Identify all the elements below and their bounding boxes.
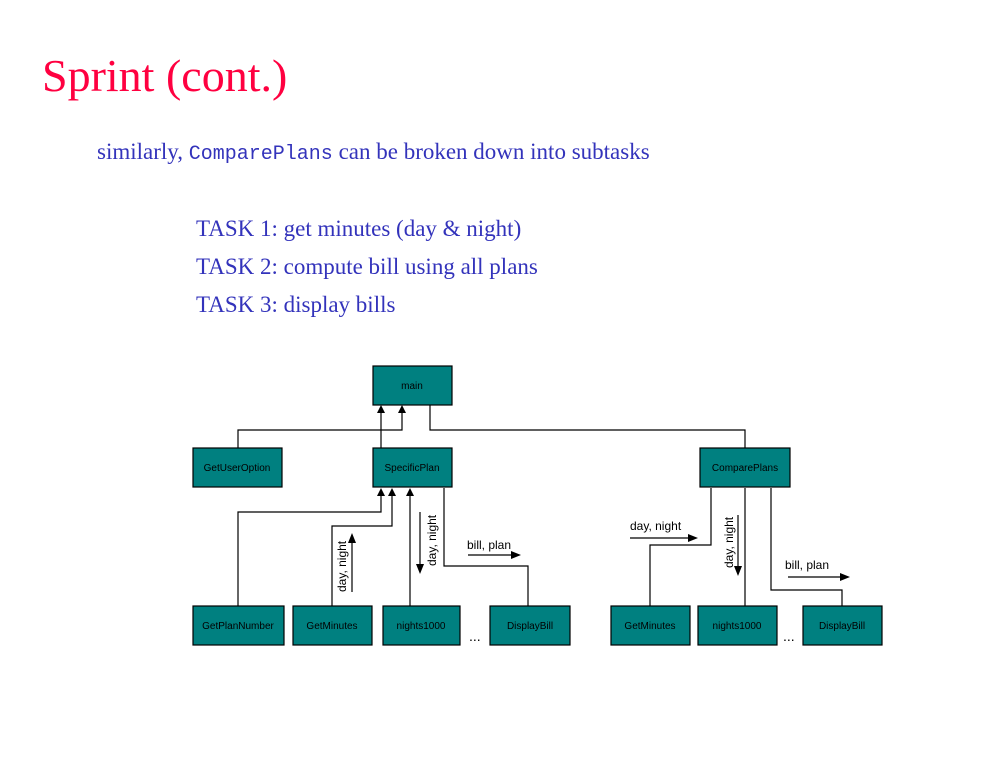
node-sp-nights1000-label: nights1000: [397, 621, 446, 632]
ellipsis-compare-plans: ...: [783, 628, 795, 644]
flow-label-sp-bill: bill, plan: [467, 538, 511, 552]
node-get-user-option: GetUserOption: [192, 447, 283, 488]
flow-arrowhead-cp-nights: [734, 566, 742, 576]
task-3: TASK 3: display bills: [196, 292, 396, 317]
flow-label-cp-bill: bill, plan: [785, 558, 829, 572]
flow-label-sp-minutes: day, night: [335, 540, 349, 592]
node-cp-get-minutes-label: GetMinutes: [624, 621, 675, 632]
node-compare-plans-label: ComparePlans: [712, 463, 778, 474]
intro-after: can be broken down into subtasks: [332, 139, 650, 164]
node-cp-display-bill-label: DisplayBill: [819, 621, 865, 632]
intro-line: similarly, ComparePlans can be broken do…: [97, 137, 650, 170]
flow-label-cp-nights: day, night: [722, 516, 736, 568]
arrowhead-specificplan-2: [388, 488, 396, 496]
flow-label-cp-minutes: day, night: [630, 519, 682, 533]
intro-before: similarly,: [97, 139, 189, 164]
arrowhead-main-center: [377, 405, 385, 413]
flow-label-sp-nights: day, night: [425, 514, 439, 566]
node-cp-display-bill: DisplayBill: [802, 605, 883, 646]
task-2: TASK 2: compute bill using all plans: [196, 254, 538, 279]
arrowhead-specificplan-1: [377, 488, 385, 496]
node-main-label: main: [401, 381, 423, 392]
node-cp-nights1000-label: nights1000: [713, 621, 762, 632]
connector-specificplan-displaybill: [443, 488, 529, 606]
node-compare-plans: ComparePlans: [699, 447, 791, 488]
node-specific-plan: SpecificPlan: [372, 447, 453, 488]
node-sp-get-minutes: GetMinutes: [292, 605, 373, 646]
arrowhead-specificplan-3: [406, 488, 414, 496]
flow-arrowhead-cp-minutes: [688, 534, 698, 542]
node-main: main: [372, 365, 453, 406]
connector-specificplan-getminutes: [331, 494, 393, 606]
connector-specificplan-getplannumber: [237, 494, 382, 606]
arrowhead-main-left: [398, 405, 406, 413]
intro-code: ComparePlans: [188, 143, 333, 166]
hierarchy-connectors: [237, 405, 843, 606]
ellipsis-specific-plan: ...: [469, 628, 481, 644]
dataflow-arrows: [348, 512, 850, 592]
connector-main-compareplans: [429, 405, 746, 448]
node-cp-get-minutes: GetMinutes: [610, 605, 691, 646]
node-get-plan-number-label: GetPlanNumber: [202, 621, 274, 632]
flow-arrowhead-cp-bill: [840, 573, 850, 581]
connector-main-getuseroption: [237, 411, 403, 448]
connector-compareplans-getminutes: [649, 488, 712, 606]
slide-title: Sprint (cont.): [42, 50, 288, 101]
dataflow-labels: day, night day, night bill, plan day, ni…: [335, 514, 829, 592]
node-sp-nights1000: nights1000: [382, 605, 461, 646]
connector-compareplans-displaybill: [770, 488, 843, 606]
flow-arrowhead-sp-nights: [416, 564, 424, 574]
task-1: TASK 1: get minutes (day & night): [196, 216, 522, 241]
flow-arrowhead-sp-minutes: [348, 533, 356, 543]
node-get-plan-number: GetPlanNumber: [192, 605, 285, 646]
node-cp-nights1000: nights1000: [697, 605, 778, 646]
flow-arrowhead-sp-bill: [511, 551, 521, 559]
node-get-user-option-label: GetUserOption: [204, 463, 271, 474]
node-sp-get-minutes-label: GetMinutes: [306, 621, 357, 632]
node-sp-display-bill-label: DisplayBill: [507, 621, 553, 632]
node-specific-plan-label: SpecificPlan: [384, 463, 439, 474]
node-sp-display-bill: DisplayBill: [489, 605, 571, 646]
